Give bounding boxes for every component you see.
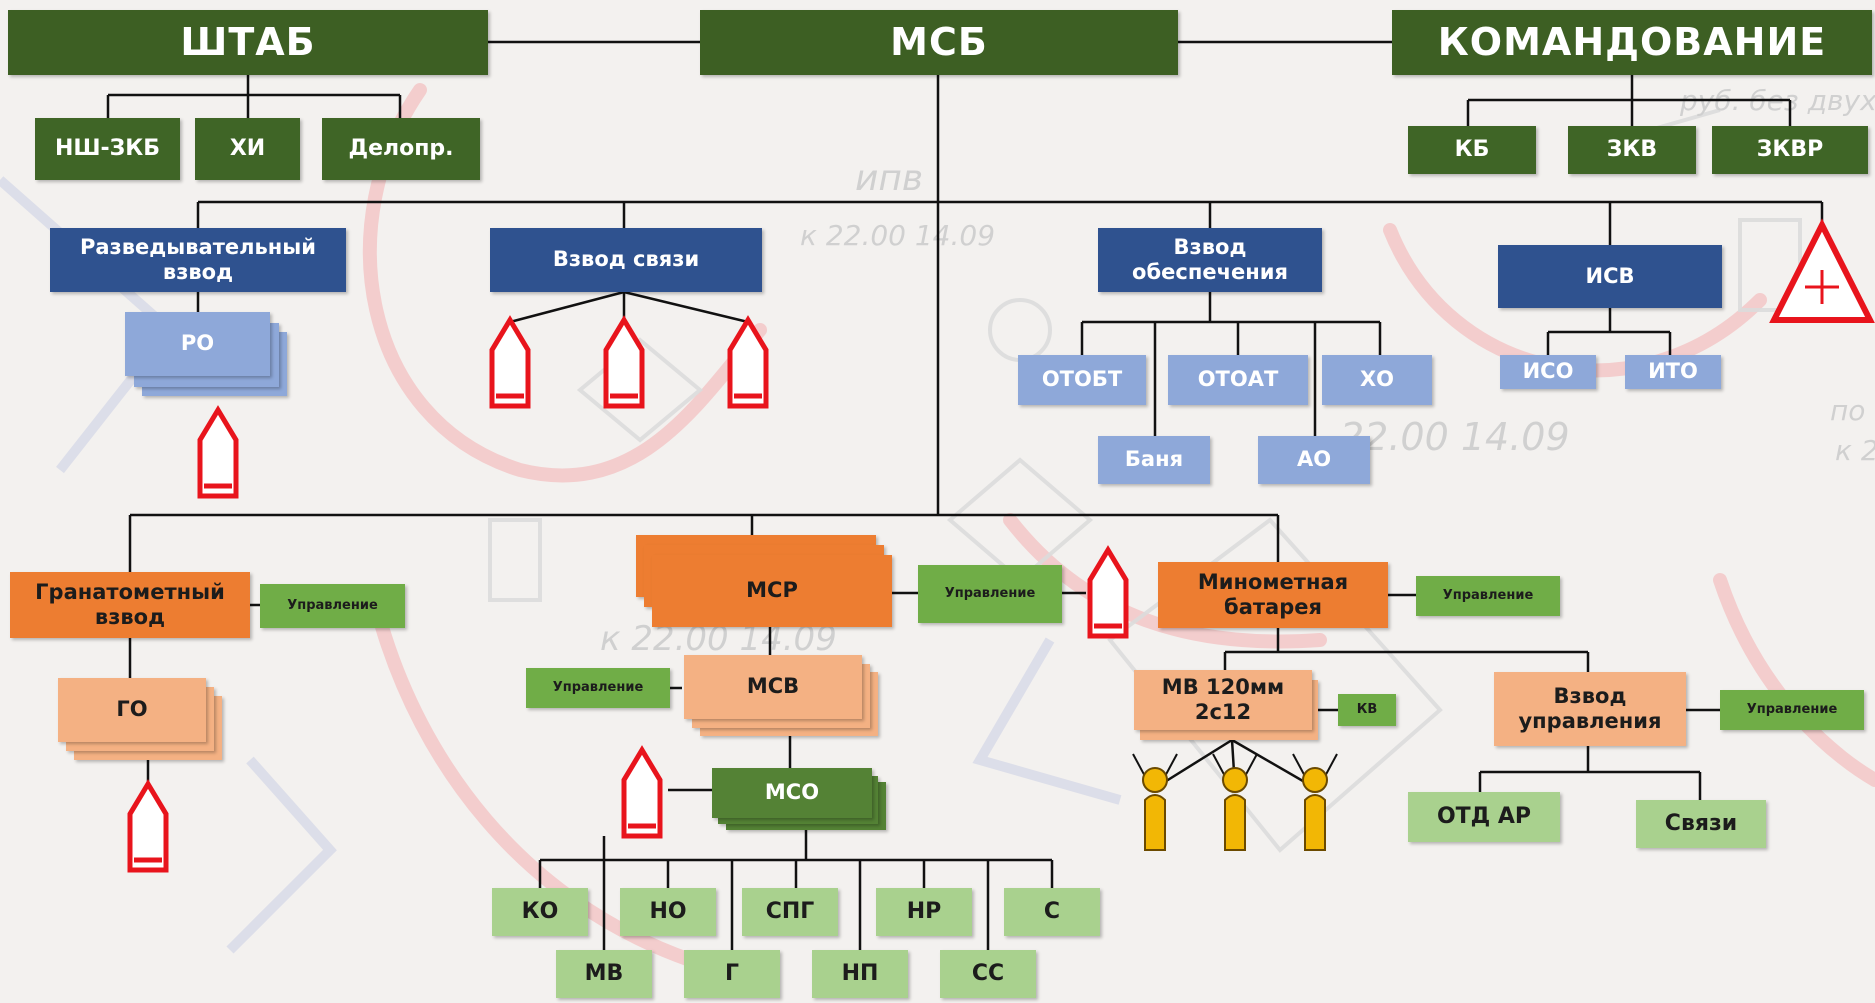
nsh-zkb-box[interactable]: НШ-ЗКБ [35,118,180,180]
squad-mv[interactable]: МВ [556,950,652,998]
ao-box[interactable]: АО [1258,436,1370,484]
squad-np[interactable]: НП [812,950,908,998]
kv-box[interactable]: КВ [1338,694,1396,726]
squad-spg[interactable]: СПГ [742,888,838,936]
delopr-box[interactable]: Делопр. [322,118,480,180]
otoat-box[interactable]: ОТОАТ [1168,355,1308,405]
mv120-box[interactable]: МВ 120мм 2с12 [1134,670,1312,730]
squad-ss[interactable]: СС [940,950,1036,998]
otobt-box[interactable]: ОТОБТ [1018,355,1146,405]
banya-box[interactable]: Баня [1098,436,1210,484]
vzvod-upravleniya-box[interactable]: Взвод управления [1494,672,1686,746]
svg-text:ипв: ипв [855,158,923,199]
kb-box[interactable]: КБ [1408,126,1536,174]
msb-box[interactable]: МСБ [700,10,1178,75]
svg-text:по: по [1830,394,1865,427]
granat-upravlenie-box[interactable]: Управление [260,584,405,628]
squad-nr[interactable]: НР [876,888,972,936]
ito-box[interactable]: ИТО [1625,355,1721,389]
squad-s[interactable]: С [1004,888,1100,936]
go-box[interactable]: ГО [58,678,206,742]
otd-ar-box[interactable]: ОТД АР [1408,792,1560,842]
squad-g[interactable]: Г [684,950,780,998]
isv-platoon-box[interactable]: ИСВ [1498,245,1722,308]
svyazi-box[interactable]: Связи [1636,800,1766,848]
msr-box[interactable]: МСР [652,555,892,627]
msr-upravlenie-box[interactable]: Управление [918,565,1062,623]
zkv-box[interactable]: ЗКВ [1568,126,1696,174]
shtab-box[interactable]: ШТАБ [8,10,488,75]
iso-box[interactable]: ИСО [1500,355,1596,389]
zkvr-box[interactable]: ЗКВР [1712,126,1868,174]
msv-box[interactable]: МСВ [684,655,862,719]
komandovanie-box[interactable]: КОМАНДОВАНИЕ [1392,10,1872,75]
kho-box[interactable]: ХО [1322,355,1432,405]
svg-text:к 22.00 14.09: к 22.00 14.09 [800,219,995,252]
obesp-platoon-box[interactable]: Взвод обеспечения [1098,228,1322,292]
svyaz-platoon-box[interactable]: Взвод связи [490,228,762,292]
mso-box[interactable]: МСО [712,768,872,818]
granat-platoon-box[interactable]: Гранатометный взвод [10,572,250,638]
minomet-battery-box[interactable]: Минометная батарея [1158,562,1388,628]
svg-text:к 2: к 2 [1835,434,1875,467]
vzvod-upravlenie-box[interactable]: Управление [1720,690,1864,730]
razved-platoon-box[interactable]: Разведывательный взвод [50,228,346,292]
msv-upravlenie-box[interactable]: Управление [526,668,670,708]
khi-box[interactable]: ХИ [195,118,300,180]
squad-ko[interactable]: КО [492,888,588,936]
svg-text:22.00 14.09: 22.00 14.09 [1340,415,1570,459]
squad-no[interactable]: НО [620,888,716,936]
minomet-upravlenie-box[interactable]: Управление [1416,576,1560,616]
ro-box[interactable]: РО [125,312,270,376]
